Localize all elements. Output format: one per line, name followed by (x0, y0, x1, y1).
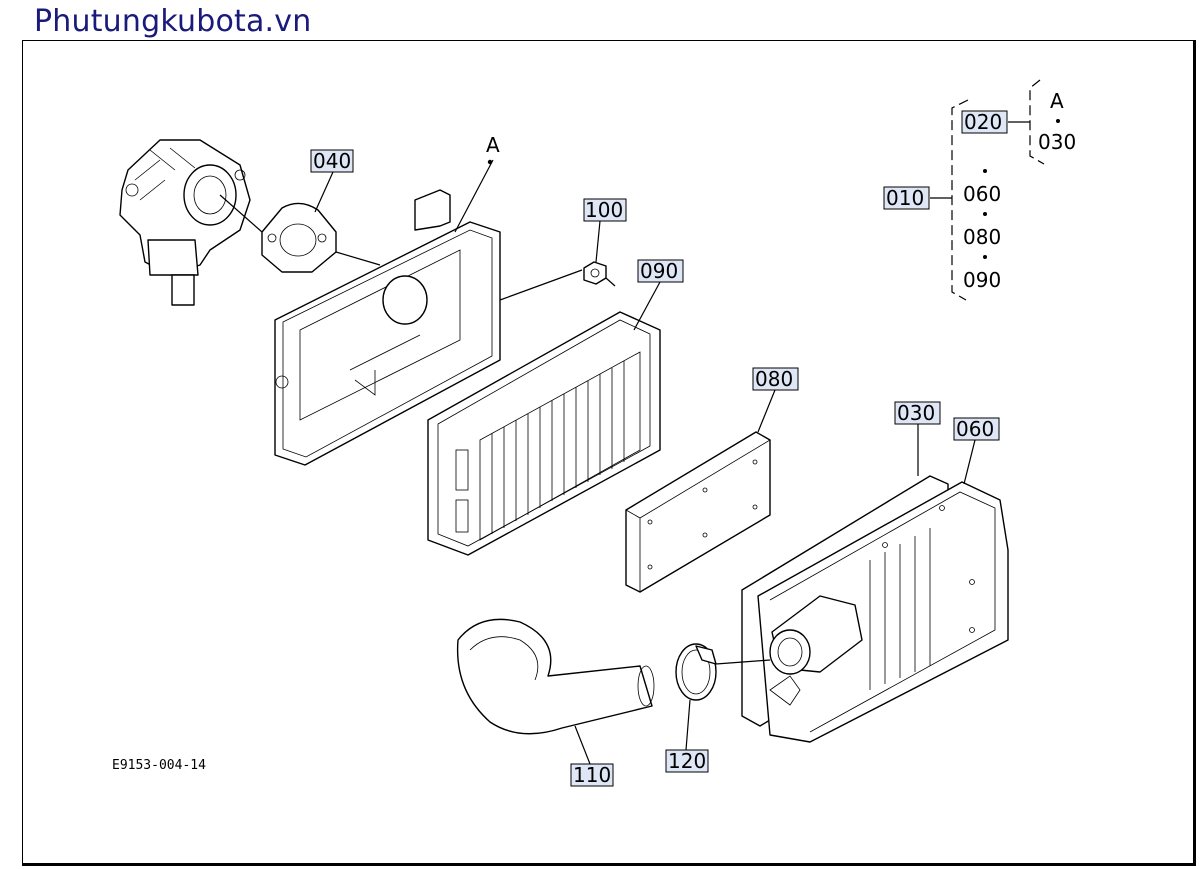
intake-hose (456, 618, 655, 735)
legend-item-3: 090 (963, 268, 1001, 292)
legend-010: 010 (886, 186, 924, 210)
callout-030: 030 (894, 401, 941, 425)
callout-060: 060 (953, 417, 1000, 441)
diagram-frame (22, 40, 1196, 866)
callout-090: 090 (637, 259, 684, 283)
callout-100-text: 100 (585, 198, 623, 222)
watermark-logo: Phutungkubota.vn (34, 4, 312, 39)
hose-clamp (675, 643, 717, 701)
callout-110: 110 (570, 763, 614, 787)
callout-a-text: A (486, 133, 500, 157)
legend-item-1: 060 (963, 182, 1001, 206)
nut-part (583, 261, 607, 285)
callout-080: 080 (752, 367, 799, 391)
air-cleaner-case (274, 189, 501, 466)
callout-100: 100 (583, 198, 627, 222)
callout-040-text: 040 (313, 149, 351, 173)
assembly-legend: 020 A 030 010 060 080 090 (883, 79, 1076, 301)
legend-020: 020 (964, 110, 1002, 134)
diagram-code: E9153-004-14 (112, 758, 206, 773)
callout-a-marker: A (486, 133, 500, 157)
pre-cleaner-pad (625, 431, 771, 593)
callout-080-text: 080 (755, 367, 793, 391)
callout-040: 040 (310, 149, 354, 173)
callout-120-text: 120 (668, 749, 706, 773)
air-cleaner-cover (741, 475, 1009, 743)
callout-120: 120 (665, 749, 709, 773)
legend-a-item: 030 (1038, 130, 1076, 154)
leader-lines (219, 159, 976, 765)
legend-a-marker: A (1050, 89, 1064, 113)
callout-090-text: 090 (640, 259, 678, 283)
callout-110-text: 110 (573, 763, 611, 787)
callout-030-text: 030 (897, 401, 935, 425)
legend-item-2: 080 (963, 225, 1001, 249)
callout-060-text: 060 (956, 417, 994, 441)
carburetor-part (119, 139, 251, 306)
air-filter-element (427, 311, 661, 556)
gasket-part (261, 202, 337, 273)
